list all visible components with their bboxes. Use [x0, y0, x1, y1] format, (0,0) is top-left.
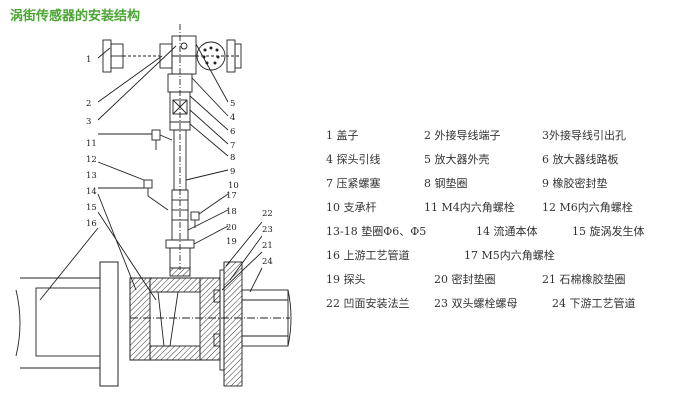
- callout-1: 1: [86, 55, 91, 65]
- legend-item: 8 钢垫圈: [424, 177, 468, 190]
- bolt-m4: [151, 129, 173, 150]
- concave-flange: [223, 261, 243, 387]
- legend-item: 9 橡胶密封垫: [542, 177, 608, 190]
- legend-row-5: 13-18 垫圈Φ6、Φ5 14 流通本体 15 旋涡发生体: [326, 223, 645, 239]
- callout-24: 24: [262, 257, 273, 267]
- callout-labels: 1 2 3 5 4 6 7 8 9 10 11 12 13 14 15 16 1…: [86, 55, 273, 267]
- cover-plate-right: [226, 39, 242, 73]
- legend-item: 14 流通本体: [476, 225, 538, 238]
- legend-row-3: 7 压紧螺塞 8 钢垫圈 9 橡胶密封垫: [326, 175, 608, 191]
- legend-item: 6 放大器线路板: [542, 153, 619, 166]
- legend-item: 3外接导线引出孔: [542, 129, 626, 142]
- legend-row-6: 16 上游工艺管道 17 M5内六角螺栓: [326, 247, 555, 263]
- legend-item: 21 石棉橡胶垫圈: [542, 273, 626, 286]
- callout-12: 12: [86, 155, 97, 165]
- callout-11: 11: [86, 139, 97, 149]
- callout-9: 9: [230, 167, 235, 177]
- callout-18: 18: [226, 207, 237, 217]
- callout-20: 20: [226, 223, 237, 233]
- callout-21: 21: [262, 241, 273, 251]
- callout-5: 5: [230, 99, 235, 109]
- cover-part: [102, 39, 124, 73]
- legend-item: 1 盖子: [326, 129, 359, 142]
- callout-23: 23: [262, 225, 273, 235]
- legend-item: 13-18 垫圈Φ6、Φ5: [326, 225, 427, 238]
- legend-row-2: 4 探头引线 5 放大器外壳 6 放大器线路板: [326, 151, 619, 167]
- legend-row-8: 22 凹面安装法兰 23 双头螺栓螺母 24 下游工艺管道: [326, 295, 636, 311]
- callout-8: 8: [230, 153, 235, 163]
- callout-10: 10: [228, 181, 239, 191]
- legend-item: 24 下游工艺管道: [552, 297, 636, 310]
- callout-16: 16: [86, 219, 97, 229]
- legend-item: 11 M4内六角螺栓: [424, 201, 515, 214]
- terminal-part: [159, 35, 197, 75]
- callout-22: 22: [262, 209, 273, 219]
- legend-item: 15 旋涡发生体: [572, 225, 645, 238]
- legend-item: 12 M6内六角螺栓: [542, 201, 633, 214]
- bolt-m6: [143, 179, 169, 211]
- legend-item: 10 支承杆: [326, 201, 377, 214]
- callout-13: 13: [86, 171, 97, 181]
- legend-item: 17 M5内六角螺栓: [464, 249, 555, 262]
- vortex-generator: [157, 291, 179, 347]
- legend-item: 19 探头: [326, 273, 366, 286]
- callout-19: 19: [226, 237, 237, 247]
- legend-item: 5 放大器外壳: [424, 153, 490, 166]
- callout-4: 4: [230, 113, 235, 123]
- callout-7: 7: [230, 141, 235, 151]
- legend-item: 22 凹面安装法兰: [326, 297, 410, 310]
- legend-row-1: 1 盖子 2 外接导线端子 3外接导线引出孔: [326, 127, 626, 143]
- callout-15: 15: [86, 203, 97, 213]
- callout-6: 6: [230, 127, 235, 137]
- legend-item: 2 外接导线端子: [424, 129, 501, 142]
- legend-row-4: 10 支承杆 11 M4内六角螺栓 12 M6内六角螺栓: [326, 199, 633, 215]
- callout-2: 2: [86, 99, 91, 109]
- legend-item: 23 双头螺栓螺母: [434, 297, 518, 310]
- legend-item: 7 压紧螺塞: [326, 177, 381, 190]
- upstream-pipe: [35, 287, 101, 357]
- legend-item: 4 探头引线: [326, 153, 381, 166]
- legend-item: 16 上游工艺管道: [326, 249, 410, 262]
- downstream-pipe: [241, 289, 289, 347]
- callout-3: 3: [86, 117, 91, 127]
- legend-item: 20 密封垫圈: [434, 273, 496, 286]
- callout-14: 14: [86, 187, 97, 197]
- page-title: 涡街传感器的安装结构: [10, 9, 141, 24]
- legend-row-7: 19 探头 20 密封垫圈 21 石棉橡胶垫圈: [326, 271, 626, 287]
- callout-17: 17: [226, 191, 237, 201]
